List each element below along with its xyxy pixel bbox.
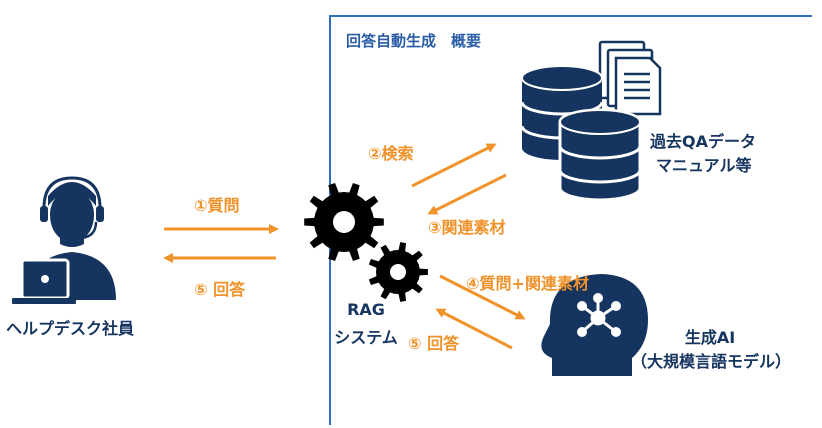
system-boundary-frame xyxy=(329,15,812,425)
label-database-line2: マニュアル等 xyxy=(656,156,752,175)
label-search: ②検索 xyxy=(368,144,414,163)
label-database-line1: 過去QAデータ xyxy=(650,132,756,151)
label-system-line2: システム xyxy=(334,328,398,347)
ai-head-icon xyxy=(541,274,648,376)
label-help-desk-staff: ヘルプデスク社員 xyxy=(6,319,135,338)
label-system-line1: RAG xyxy=(347,300,385,319)
gear-small-icon xyxy=(368,242,428,302)
help-desk-operator-icon xyxy=(12,176,116,304)
database-icon xyxy=(520,65,642,202)
gearA-hole xyxy=(333,211,355,233)
label-answer-to-user: ⑤ 回答 xyxy=(194,280,246,299)
label-ai-line2: （大規模言語モデル） xyxy=(630,352,791,371)
arrow-question-plus-materials xyxy=(439,274,526,320)
gear-large-icon xyxy=(304,183,384,261)
documents-icon xyxy=(598,40,662,116)
label-question: ①質問 xyxy=(194,196,240,215)
arrow-answer-from-ai xyxy=(435,308,513,350)
label-ai-line1: 生成AI xyxy=(684,328,736,347)
label-related-materials: ③関連素材 xyxy=(428,218,506,237)
arrow-search xyxy=(411,143,497,188)
label-question-plus-materials: ④質問+関連素材 xyxy=(466,274,589,293)
arrow-related-materials xyxy=(427,173,507,215)
diagram-title: 回答自動生成 概要 xyxy=(346,32,482,50)
label-answer-from-ai: ⑤ 回答 xyxy=(408,334,460,353)
gearB-hole xyxy=(390,264,406,280)
